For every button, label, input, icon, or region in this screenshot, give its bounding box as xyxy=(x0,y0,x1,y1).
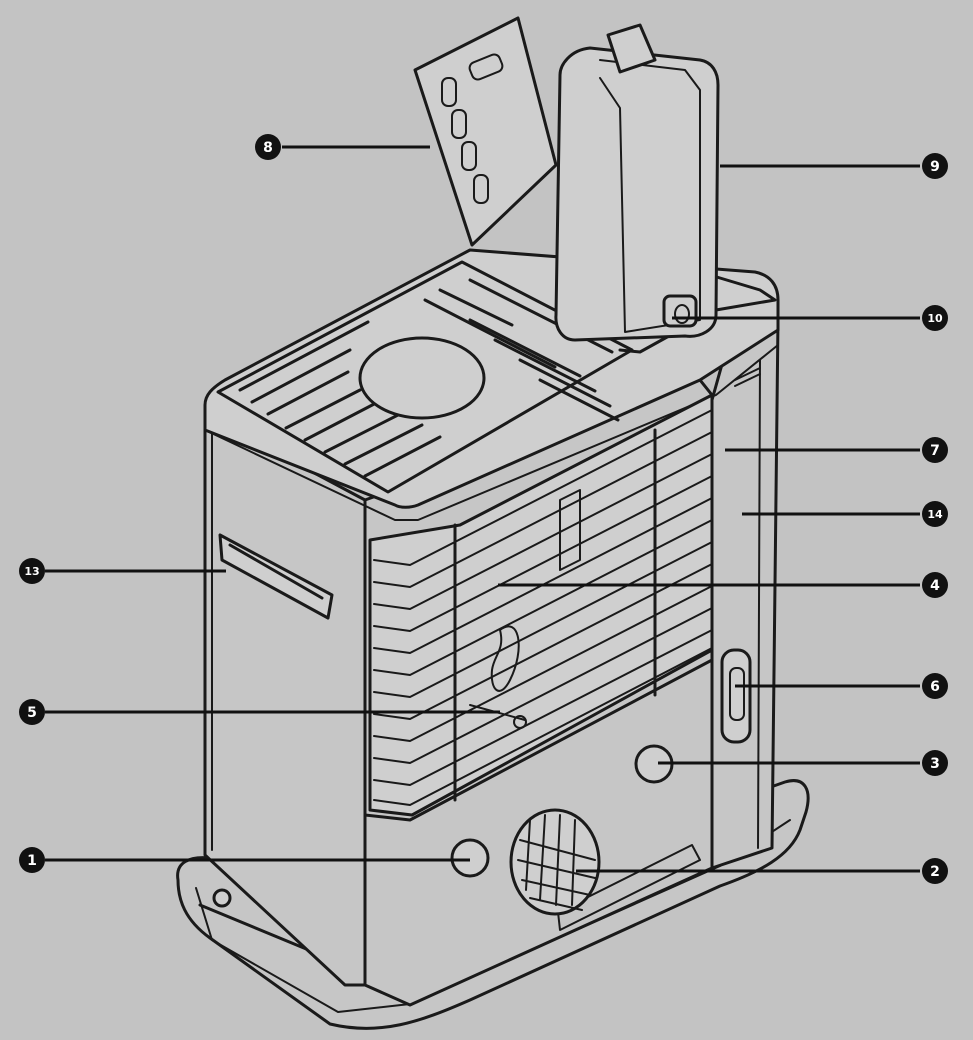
callout-10-label: 10 xyxy=(927,312,943,325)
grille-bars xyxy=(373,409,713,806)
control-knob xyxy=(509,808,601,916)
callout-13: 13 xyxy=(19,558,45,584)
callout-14-label: 14 xyxy=(927,508,943,521)
callout-10: 10 xyxy=(922,305,948,331)
callout-6-label: 6 xyxy=(930,679,940,695)
callout-14: 14 xyxy=(922,501,948,527)
brand-mark xyxy=(734,367,761,387)
burner-window xyxy=(559,489,581,571)
callout-13-label: 13 xyxy=(24,565,39,578)
callout-6: 6 xyxy=(922,673,948,699)
callout-9: 9 xyxy=(922,153,948,179)
tank-cap xyxy=(662,294,698,328)
tank-handle xyxy=(606,23,657,74)
side-handle xyxy=(218,533,334,620)
callout-3: 3 xyxy=(922,750,948,776)
leader-lines xyxy=(45,145,920,873)
callout-8: 8 xyxy=(255,134,281,160)
igniter-flame xyxy=(490,625,520,692)
callout-2: 2 xyxy=(922,858,948,884)
callout-1-label: 1 xyxy=(27,853,37,869)
front-slot xyxy=(557,844,701,931)
fuel-tank xyxy=(554,23,720,342)
callout-2-label: 2 xyxy=(930,864,940,880)
top-plate-circle xyxy=(358,336,486,420)
tray-screw-left xyxy=(212,888,232,908)
callout-8-label: 8 xyxy=(263,140,273,156)
callout-3-label: 3 xyxy=(930,756,940,772)
callout-4-label: 4 xyxy=(930,578,940,594)
callout-7: 7 xyxy=(922,437,948,463)
callout-7-label: 7 xyxy=(930,443,940,459)
callout-1: 1 xyxy=(19,847,45,873)
callout-5: 5 xyxy=(19,699,45,725)
callout-5-label: 5 xyxy=(27,705,37,721)
callout-4: 4 xyxy=(922,572,948,598)
top-cover xyxy=(413,16,558,247)
button-1 xyxy=(450,838,490,878)
callout-9-label: 9 xyxy=(930,159,940,175)
fuel-gauge-window xyxy=(720,648,752,744)
front-grille xyxy=(368,393,714,817)
